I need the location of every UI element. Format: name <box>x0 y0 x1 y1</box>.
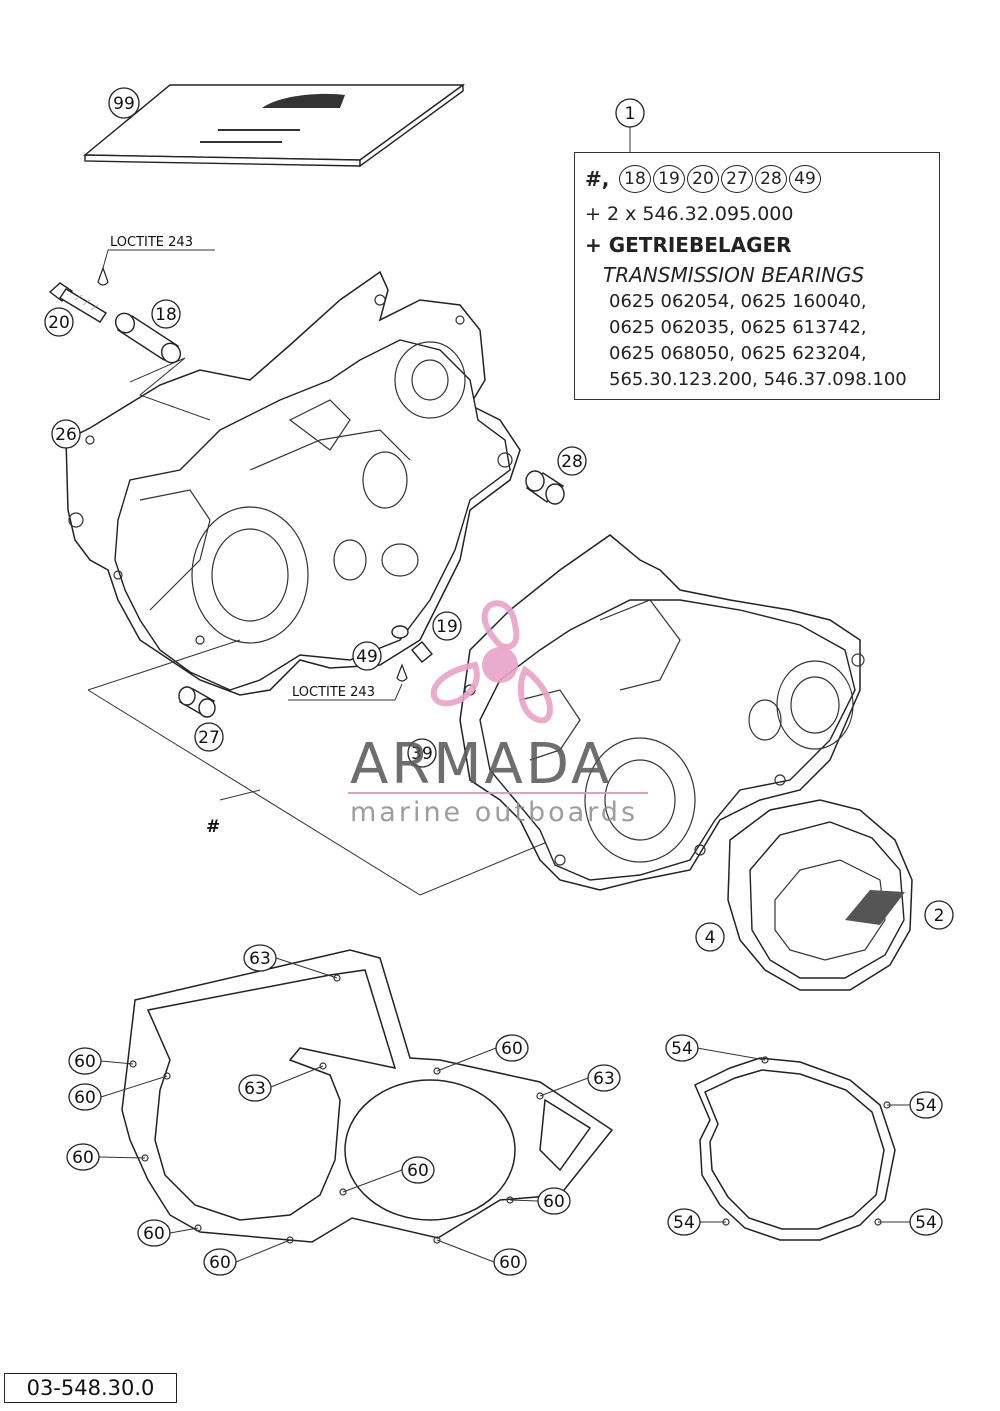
callout-2: 2 <box>924 900 954 930</box>
svg-text:63: 63 <box>593 1069 615 1089</box>
callout-27: 27 <box>194 722 224 752</box>
svg-text:LOCTITE 243: LOCTITE 243 <box>110 235 193 250</box>
callout-54-d: 54 <box>909 1208 943 1236</box>
callout-49: 49 <box>352 641 382 671</box>
watermark-divider <box>348 792 648 794</box>
kit-item-circle: 19 <box>653 165 685 193</box>
callout-60-f: 60 <box>493 1248 527 1276</box>
svg-text:99: 99 <box>113 94 135 114</box>
callout-63-mid: 63 <box>238 1074 272 1102</box>
svg-text:26: 26 <box>55 425 77 445</box>
callout-63-right: 63 <box>587 1064 621 1092</box>
ktm-logo-icon <box>262 93 345 108</box>
callout-60-c: 60 <box>66 1143 100 1171</box>
manual-booklet-part-99 <box>83 83 466 168</box>
loctite-label-top: LOCTITE 243 <box>97 235 215 286</box>
callout-18: 18 <box>151 299 181 329</box>
svg-text:60: 60 <box>209 1253 231 1273</box>
callout-60-b: 60 <box>68 1083 102 1111</box>
callout-60-e: 60 <box>203 1248 237 1276</box>
watermark-subtitle: marine outboards <box>350 797 639 828</box>
svg-text:60: 60 <box>501 1039 523 1059</box>
kit-hash-mark: # <box>206 817 220 837</box>
svg-text:39: 39 <box>411 744 433 764</box>
kit-hash-prefix: #, <box>585 167 610 191</box>
callout-39: 39 <box>407 738 437 768</box>
bearings-heading-en: TRANSMISSION BEARINGS <box>603 263 865 287</box>
svg-text:54: 54 <box>915 1096 937 1116</box>
svg-text:60: 60 <box>72 1148 94 1168</box>
callout-99: 99 <box>108 87 140 119</box>
screws-line: + 2 x 546.32.095.000 <box>585 203 794 225</box>
callout-1: 1 <box>615 98 645 152</box>
svg-text:18: 18 <box>155 305 177 325</box>
callout-4: 4 <box>695 922 725 952</box>
ignition-cover-part-2 <box>727 799 913 991</box>
callout-60-a: 60 <box>68 1047 102 1075</box>
svg-text:4: 4 <box>705 928 716 948</box>
bearing-part-line: 0625 062035, 0625 613742, <box>609 317 867 338</box>
svg-text:49: 49 <box>356 647 378 667</box>
loctite-label-mid: LOCTITE 243 <box>288 663 408 701</box>
callout-60-h: 60 <box>401 1156 435 1184</box>
svg-text:19: 19 <box>436 617 458 637</box>
svg-text:1: 1 <box>625 104 636 124</box>
svg-text:2: 2 <box>934 906 945 926</box>
svg-text:27: 27 <box>198 728 220 748</box>
loctite-drop-icon <box>396 663 408 682</box>
kit-item-circle: 18 <box>619 165 651 193</box>
gasket-leader-lines <box>98 957 589 1263</box>
right-crankcase-half <box>459 534 865 891</box>
svg-text:60: 60 <box>74 1052 96 1072</box>
crankcase-gasket <box>121 949 614 1244</box>
svg-text:60: 60 <box>143 1224 165 1244</box>
callout-60-g: 60 <box>537 1187 571 1215</box>
callout-26: 26 <box>51 419 81 449</box>
kit-item-circle: 20 <box>687 165 719 193</box>
svg-text:20: 20 <box>48 313 70 333</box>
callout-60-d: 60 <box>137 1219 171 1247</box>
callout-54-c: 54 <box>667 1208 701 1236</box>
kit-info-box: #, 18 19 20 27 28 49 + 2 x 546.32.095.00… <box>574 152 940 400</box>
svg-text:60: 60 <box>407 1161 429 1181</box>
svg-text:54: 54 <box>671 1039 693 1059</box>
screw-part-20 <box>48 282 107 323</box>
callout-19: 19 <box>432 611 462 641</box>
bearing-part-28 <box>525 470 565 505</box>
callout-28: 28 <box>557 446 587 476</box>
kit-items: 18 19 20 27 28 49 <box>619 165 821 193</box>
kit-item-circle: 27 <box>721 165 753 193</box>
diagram-number: 03-548.30.0 <box>4 1373 177 1403</box>
callout-54-b: 54 <box>909 1091 943 1119</box>
svg-text:28: 28 <box>561 452 583 472</box>
callout-63-top: 63 <box>243 944 277 972</box>
svg-text:60: 60 <box>543 1192 565 1212</box>
kit-item-circle: 49 <box>789 165 821 193</box>
svg-text:63: 63 <box>249 949 271 969</box>
bearing-part-line: 565.30.123.200, 546.37.098.100 <box>609 369 907 390</box>
ktm-logo-icon <box>845 890 905 925</box>
bearings-heading-de: + GETRIEBELAGER <box>585 233 792 257</box>
kit-item-circle: 28 <box>755 165 787 193</box>
svg-text:63: 63 <box>244 1079 266 1099</box>
callout-20: 20 <box>44 307 74 337</box>
bearing-part-line: 0625 068050, 0625 623204, <box>609 343 867 364</box>
svg-text:60: 60 <box>499 1253 521 1273</box>
left-crankcase-half <box>65 270 521 696</box>
callout-54-a: 54 <box>665 1034 699 1062</box>
o-ring-part-49 <box>391 625 409 639</box>
svg-text:54: 54 <box>673 1213 695 1233</box>
bushing-part-27 <box>178 686 216 718</box>
watermark-title: ARMADA <box>350 732 613 797</box>
dowel-part-19 <box>411 641 433 663</box>
callout-60-i: 60 <box>495 1034 529 1062</box>
svg-text:54: 54 <box>915 1213 937 1233</box>
dowel-bushing-part-18 <box>114 312 182 364</box>
loctite-drop-icon <box>97 266 109 286</box>
bearing-part-line: 0625 062054, 0625 160040, <box>609 291 867 312</box>
svg-text:LOCTITE 243: LOCTITE 243 <box>292 685 375 700</box>
ignition-cover-gasket <box>694 1047 910 1241</box>
svg-text:60: 60 <box>74 1088 96 1108</box>
